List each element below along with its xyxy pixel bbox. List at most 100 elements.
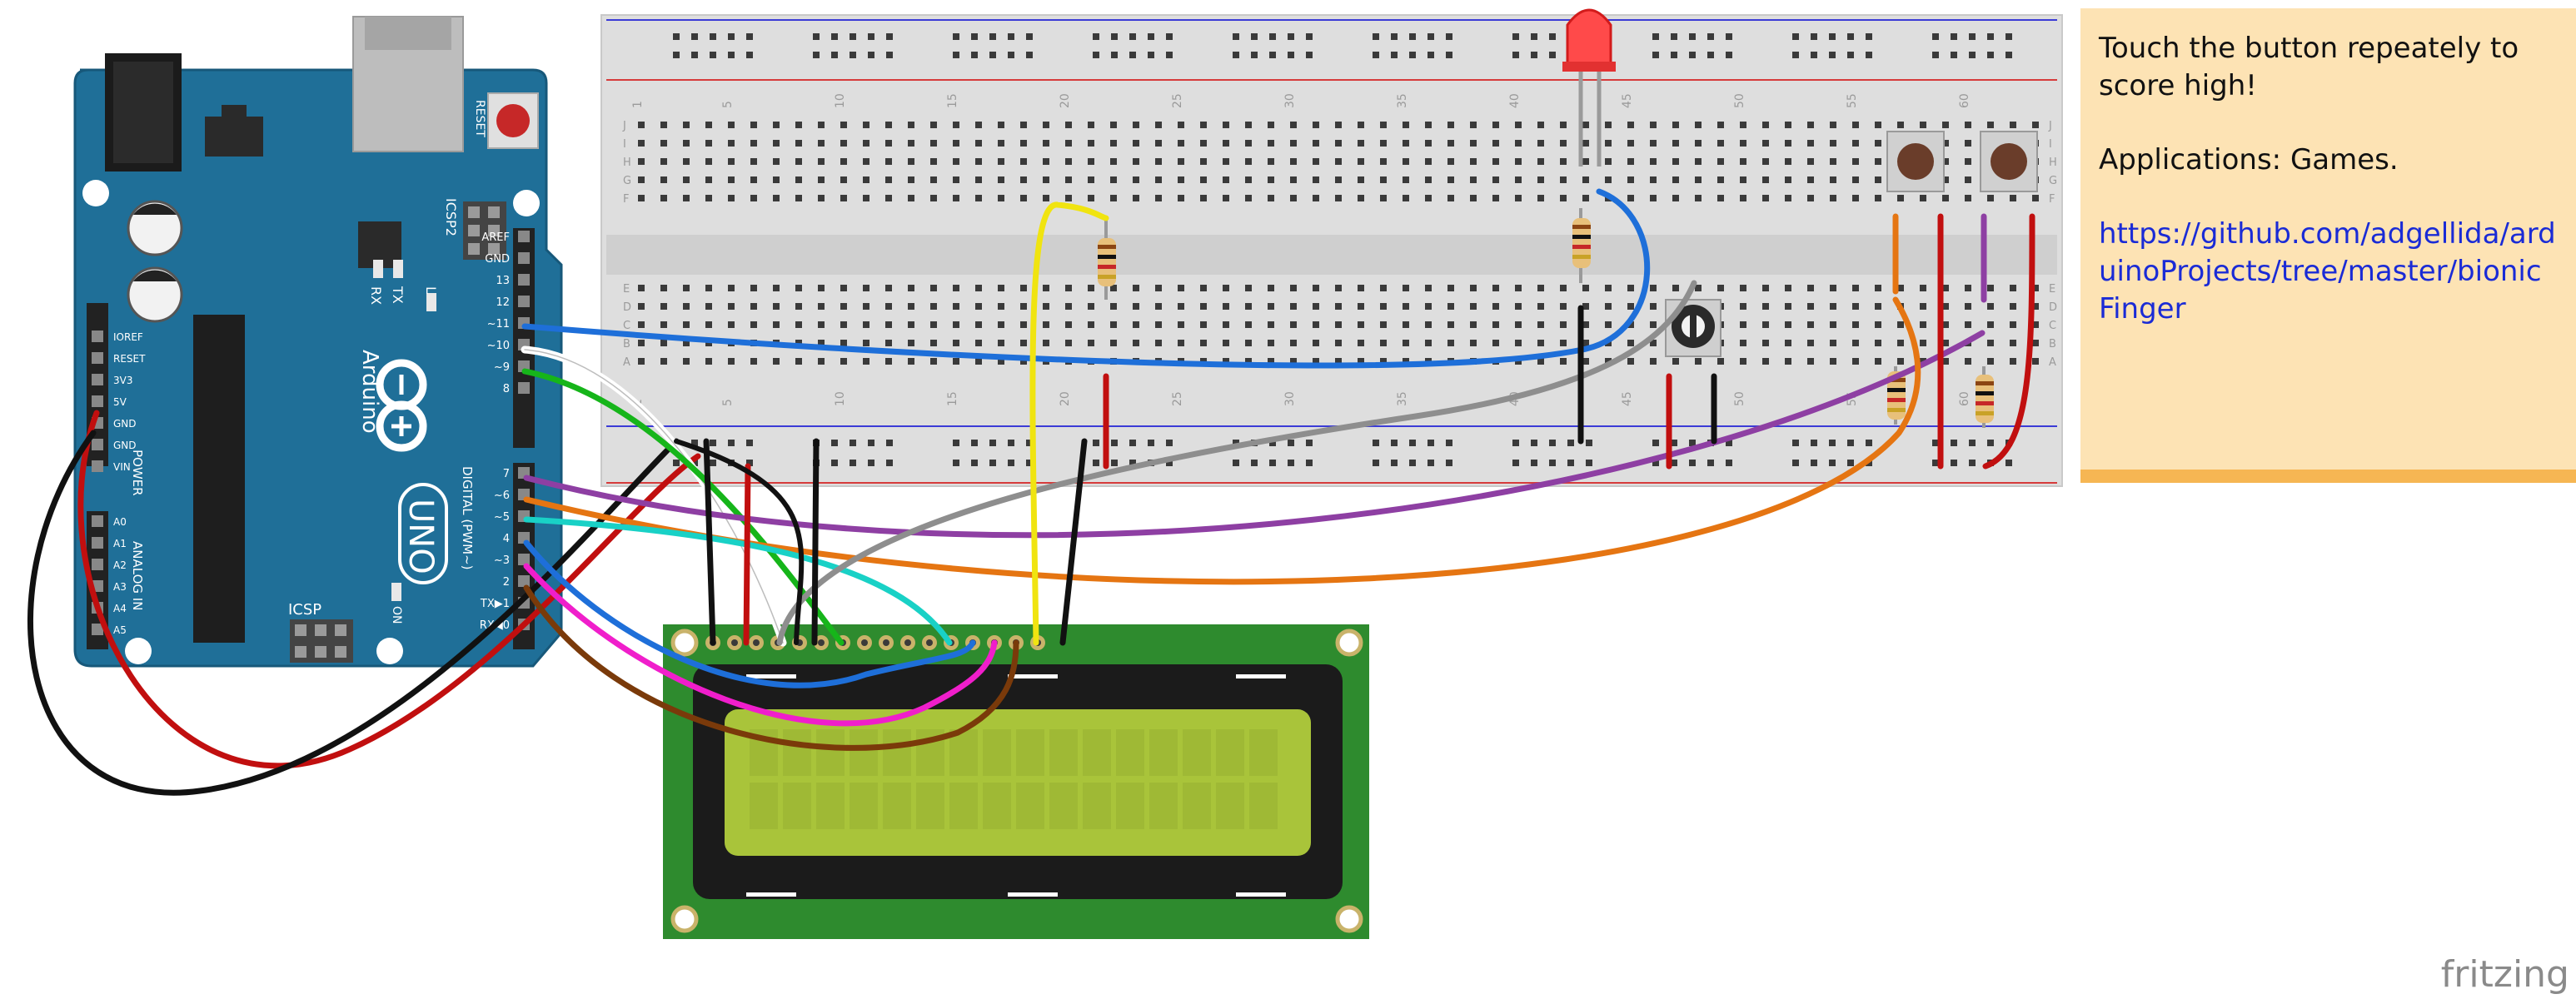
column-number: 45 — [1621, 93, 1634, 108]
power-pin-label: IOREF — [113, 331, 143, 343]
lcd-16x2 — [663, 624, 1369, 939]
row-letter: F — [623, 193, 629, 206]
digital-pin-label: 8 — [503, 383, 510, 395]
wire-2-brown — [523, 584, 1019, 751]
row-letter: I — [2049, 138, 2052, 151]
wire-13-blue — [521, 188, 1651, 369]
analog-pin-label: A3 — [113, 581, 127, 593]
row-letter: H — [623, 157, 631, 169]
row-letter: C — [623, 320, 630, 332]
column-number: 50 — [1733, 391, 1746, 406]
analog-pin-label: A1 — [113, 538, 127, 549]
column-number: 60 — [1958, 391, 1971, 406]
wires — [27, 188, 2035, 796]
arduino-uno-board: RESET ICSP2 ICSP — [73, 16, 563, 668]
digital-pin-label: 2 — [503, 576, 510, 589]
digital-pin-label: TX▶1 — [480, 598, 510, 610]
reset-label: RESET — [473, 100, 486, 137]
arduino-brand: Arduino — [357, 350, 382, 434]
breadboard: 1155101015152020252530303535404045455050… — [600, 14, 2063, 487]
row-letter: A — [623, 356, 630, 369]
column-number: 5 — [721, 101, 735, 108]
power-pin-label: RESET — [113, 353, 146, 365]
resistor-button-2 — [1976, 366, 1994, 428]
column-number: 50 — [1733, 93, 1746, 108]
column-number: 20 — [1059, 93, 1072, 108]
analog-pin-label: A2 — [113, 559, 127, 571]
column-number: 15 — [946, 391, 959, 406]
row-letter: G — [2049, 175, 2057, 187]
row-letter: E — [623, 283, 630, 296]
digital-pin-label: 13 — [496, 275, 510, 287]
column-number: 45 — [1621, 391, 1634, 406]
analog-pin-label: A4 — [113, 603, 127, 614]
note-link[interactable]: https://github.com/adgellida/arduinoProj… — [2099, 217, 2556, 326]
wire-3-magenta — [523, 563, 998, 727]
wire-6-orange — [523, 296, 1921, 585]
on-led-label: ON — [390, 606, 403, 624]
row-letter: J — [622, 120, 626, 132]
column-number: 10 — [834, 93, 847, 108]
digital-pin-label: 12 — [496, 296, 510, 309]
digital-pin-label: ~9 — [494, 361, 510, 374]
row-letter: J — [2048, 120, 2052, 132]
resistor-lcd — [1098, 216, 1116, 300]
power-pin-label: VIN — [113, 461, 131, 473]
wire-lcd-yellow — [1029, 201, 1109, 646]
push-button-2 — [1980, 131, 2038, 192]
note-applications: Applications: Games. — [2099, 143, 2399, 176]
column-number: 35 — [1396, 391, 1409, 406]
column-number: 30 — [1283, 391, 1297, 406]
column-number: 1 — [631, 101, 645, 108]
wire-7-purple — [523, 330, 1986, 539]
wire-5v-red — [77, 410, 701, 769]
note-instructions: Touch the button repeately to score high… — [2099, 32, 2519, 102]
rx-led-label: RX — [368, 286, 384, 305]
row-letter: I — [623, 138, 626, 151]
digital-pin-label: ~11 — [487, 318, 510, 331]
row-letter: D — [2049, 301, 2057, 314]
column-number: 15 — [946, 93, 959, 108]
digital-pin-label: ~6 — [494, 490, 510, 502]
icsp2-label: ICSP2 — [443, 198, 459, 236]
power-pin-label: GND — [113, 440, 137, 451]
uno-label: UNO — [401, 499, 440, 574]
digital-pin-label: ~3 — [494, 554, 510, 567]
column-number: 60 — [1958, 93, 1971, 108]
column-number: 35 — [1396, 93, 1409, 108]
push-button-1 — [1886, 131, 1945, 192]
row-letter: E — [2049, 283, 2055, 296]
analog-pin-label: A0 — [113, 516, 127, 528]
power-label: POWER — [130, 450, 145, 496]
wire-4-blue — [523, 539, 976, 688]
column-number: 10 — [834, 391, 847, 406]
column-number: 25 — [1171, 93, 1184, 108]
l-led-label: L — [423, 286, 439, 294]
digital-pin-label: ~10 — [487, 340, 510, 352]
sticky-note: Touch the button repeately to score high… — [2080, 8, 2576, 483]
digital-pin-label: AREF — [481, 231, 510, 244]
potentiometer — [1665, 299, 1721, 357]
column-number: 25 — [1171, 391, 1184, 406]
power-pin-label: 5V — [113, 396, 127, 408]
row-letter: A — [2049, 356, 2056, 369]
digital-pin-label: GND — [485, 253, 510, 266]
power-pin-label: 3V3 — [113, 375, 132, 386]
column-number: 30 — [1283, 93, 1297, 108]
digital-pin-label: ~5 — [494, 511, 510, 524]
wire-lcd-black — [1059, 438, 1088, 646]
power-pin-label: GND — [113, 418, 137, 430]
column-number: 40 — [1508, 93, 1522, 108]
wire-pot-gray — [776, 280, 1697, 646]
analog-pin-label: A5 — [113, 624, 127, 636]
fritzing-watermark: fritzing — [2440, 953, 2569, 996]
row-letter: C — [2049, 320, 2056, 332]
row-letter: F — [2049, 193, 2055, 206]
wire-btn2-red — [1982, 213, 2035, 470]
red-led — [1562, 8, 1616, 166]
tx-led-label: TX — [390, 286, 406, 304]
row-letter: B — [623, 338, 630, 350]
row-letter: H — [2049, 157, 2057, 169]
arduino-logo-icon — [376, 359, 427, 452]
